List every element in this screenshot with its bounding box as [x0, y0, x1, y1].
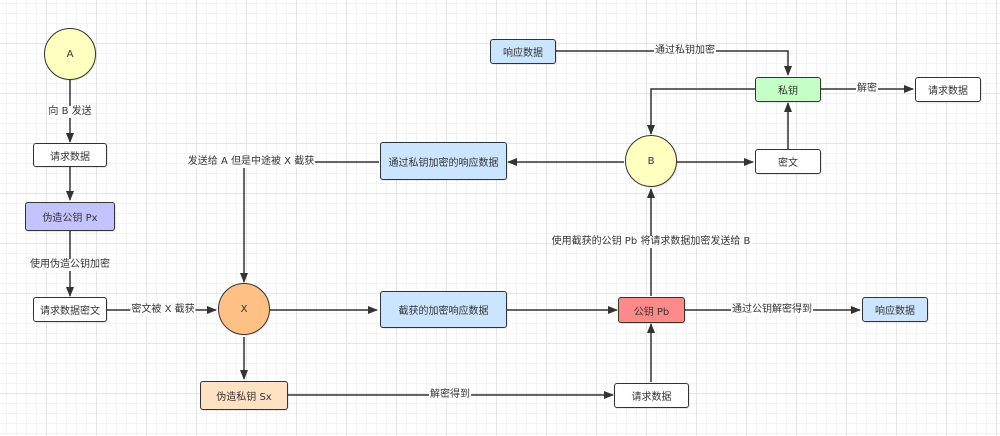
node-request-cipher[interactable]: 请求数据密文: [33, 297, 107, 322]
label-decrypt: 解密: [856, 83, 878, 95]
node-fake-public-key[interactable]: 伪造公钥 Px: [25, 202, 115, 231]
node-a[interactable]: A: [44, 28, 96, 80]
node-b[interactable]: B: [625, 135, 677, 187]
node-ciphertext[interactable]: 密文: [755, 149, 821, 174]
edge-response-to-private: [556, 50, 792, 76]
node-intercepted-response[interactable]: 截获的加密响应数据: [380, 291, 507, 328]
label-decrypt-get: 解密得到: [429, 389, 471, 401]
node-a-request-data[interactable]: 请求数据: [33, 143, 107, 167]
node-x[interactable]: X: [218, 283, 270, 335]
node-b-request-data[interactable]: 请求数据: [915, 77, 981, 102]
node-b-response-data[interactable]: 响应数据: [490, 39, 556, 64]
node-encrypted-response[interactable]: 通过私钥加密的响应数据: [380, 142, 507, 180]
label-decrypt-with-public: 通过公钥解密得到: [731, 304, 813, 316]
label-encrypt-with-private: 通过私钥加密: [654, 45, 716, 57]
node-x-request-data[interactable]: 请求数据: [614, 383, 689, 408]
edge-private-to-b: [647, 88, 755, 135]
node-x-response-data[interactable]: 响应数据: [862, 297, 928, 322]
node-private-key[interactable]: 私钥: [755, 77, 821, 102]
label-encrypt-with-fake-key: 使用伪造公钥加密: [29, 259, 111, 271]
node-fake-private-key[interactable]: 伪造私钥 Sx: [200, 381, 288, 410]
edge-encrypted-response-to-x: [240, 161, 379, 283]
label-intercepted-by-x: 密文被 X 截获: [130, 304, 196, 316]
node-public-key-pb[interactable]: 公钥 Pb: [618, 297, 685, 323]
label-use-pb-send-to-b: 使用截获的公钥 Pb 将请求数据加密发送给 B: [550, 236, 752, 248]
label-send-to-a-intercepted: 发送给 A 但是中途被 X 截获: [186, 156, 316, 168]
label-send-to-b: 向 B 发送: [47, 106, 93, 118]
